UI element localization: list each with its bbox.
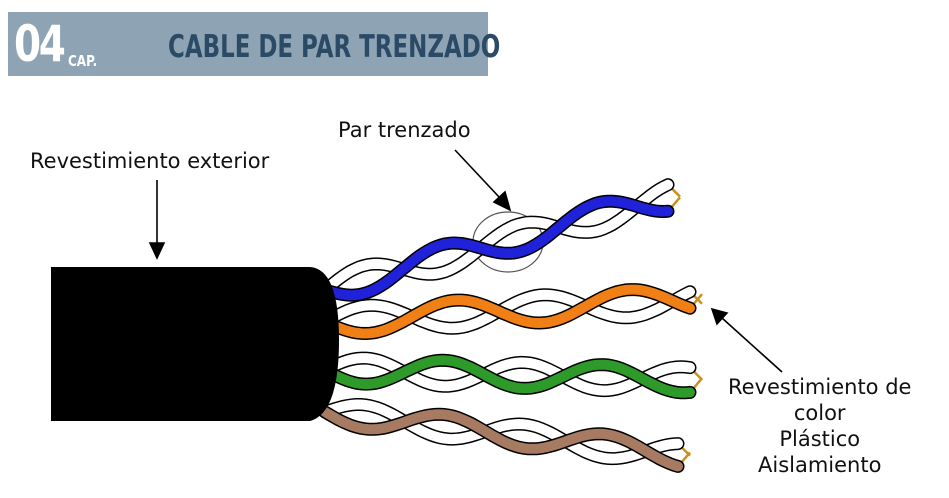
wire-pairs bbox=[318, 178, 703, 473]
outer-jacket-label: Revestimiento exterior bbox=[30, 149, 270, 173]
chapter-header-banner: 04 CAP. CABLE DE PAR TRENZADO bbox=[8, 12, 500, 76]
insulation-label-line-3: Plástico bbox=[779, 427, 861, 451]
insulation-arrowhead bbox=[710, 307, 729, 326]
wire-white-green bbox=[320, 353, 695, 396]
wire-orange bbox=[320, 284, 695, 339]
insulation-label-line-2: color bbox=[793, 401, 846, 425]
twisted-pair-arrow bbox=[454, 149, 501, 199]
wire-white-orange bbox=[320, 286, 695, 334]
twisted-pair-label: Par trenzado bbox=[338, 118, 471, 142]
chapter-number: 04 bbox=[14, 15, 66, 73]
insulation-label: Revestimiento de color Plástico Aislamie… bbox=[728, 374, 911, 478]
chapter-label: CAP. bbox=[68, 52, 98, 70]
insulation-label-line-1: Revestimiento de bbox=[728, 375, 912, 399]
wire-white-brown bbox=[320, 399, 683, 464]
insulation-arrow bbox=[721, 317, 783, 373]
wire-blue bbox=[320, 196, 673, 301]
insulation-label-line-4: Aislamiento bbox=[758, 453, 882, 477]
outer-jacket-arrowhead bbox=[148, 242, 166, 260]
wire-green bbox=[320, 355, 695, 398]
twisted-pair-arrowhead bbox=[492, 190, 512, 212]
wire-brown bbox=[320, 407, 683, 472]
wire-white-blue bbox=[320, 179, 673, 295]
chapter-title: CABLE DE PAR TRENZADO bbox=[168, 29, 501, 65]
outer-jacket bbox=[51, 267, 340, 421]
